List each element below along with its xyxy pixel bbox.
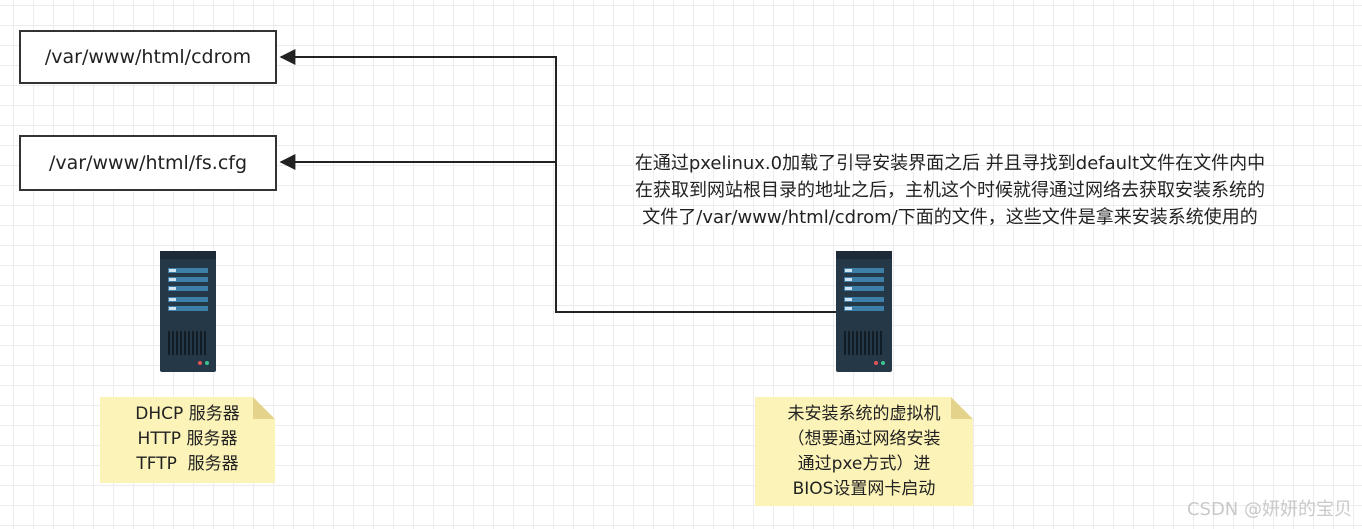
note-line: 未安装系统的虚拟机: [787, 404, 941, 424]
note-line: TFTP 服务器: [136, 454, 239, 474]
annotation-line: 在获取到网站根目录的地址之后，主机这个时候就得通过网络去获取安装系统的: [635, 180, 1265, 201]
connector-server-to-cdrom: [279, 49, 836, 313]
process-annotation: 在通过pxelinux.0加载了引导安装界面之后 并且寻找到default文件在…: [560, 150, 1340, 231]
annotation-line: 文件了/var/www/html/cdrom/下面的文件，这些文件是拿来安装系统…: [642, 207, 1258, 228]
fs-cfg-path-label: /var/www/html/fs.cfg: [48, 152, 248, 174]
note-line: 通过pxe方式）进: [797, 454, 931, 474]
note-line: （想要通过网络安装: [787, 429, 941, 449]
note-line: BIOS设置网卡启动: [792, 479, 936, 499]
watermark: CSDN @妍妍的宝贝: [1186, 499, 1352, 520]
note-line: DHCP 服务器: [135, 404, 240, 424]
server-roles-note: DHCP 服务器 HTTP 服务器 TFTP 服务器: [100, 397, 275, 483]
server-icon: [836, 251, 892, 372]
cdrom-path-box: /var/www/html/cdrom: [19, 30, 277, 84]
cdrom-path-label: /var/www/html/cdrom: [44, 46, 252, 68]
server-icon: [160, 251, 216, 372]
annotation-line: 在通过pxelinux.0加载了引导安装界面之后 并且寻找到default文件在…: [634, 153, 1266, 174]
fs-cfg-path-box: /var/www/html/fs.cfg: [19, 135, 277, 191]
client-vm-note: 未安装系统的虚拟机 （想要通过网络安装 通过pxe方式）进 BIOS设置网卡启动: [755, 397, 973, 506]
note-line: HTTP 服务器: [137, 429, 238, 449]
